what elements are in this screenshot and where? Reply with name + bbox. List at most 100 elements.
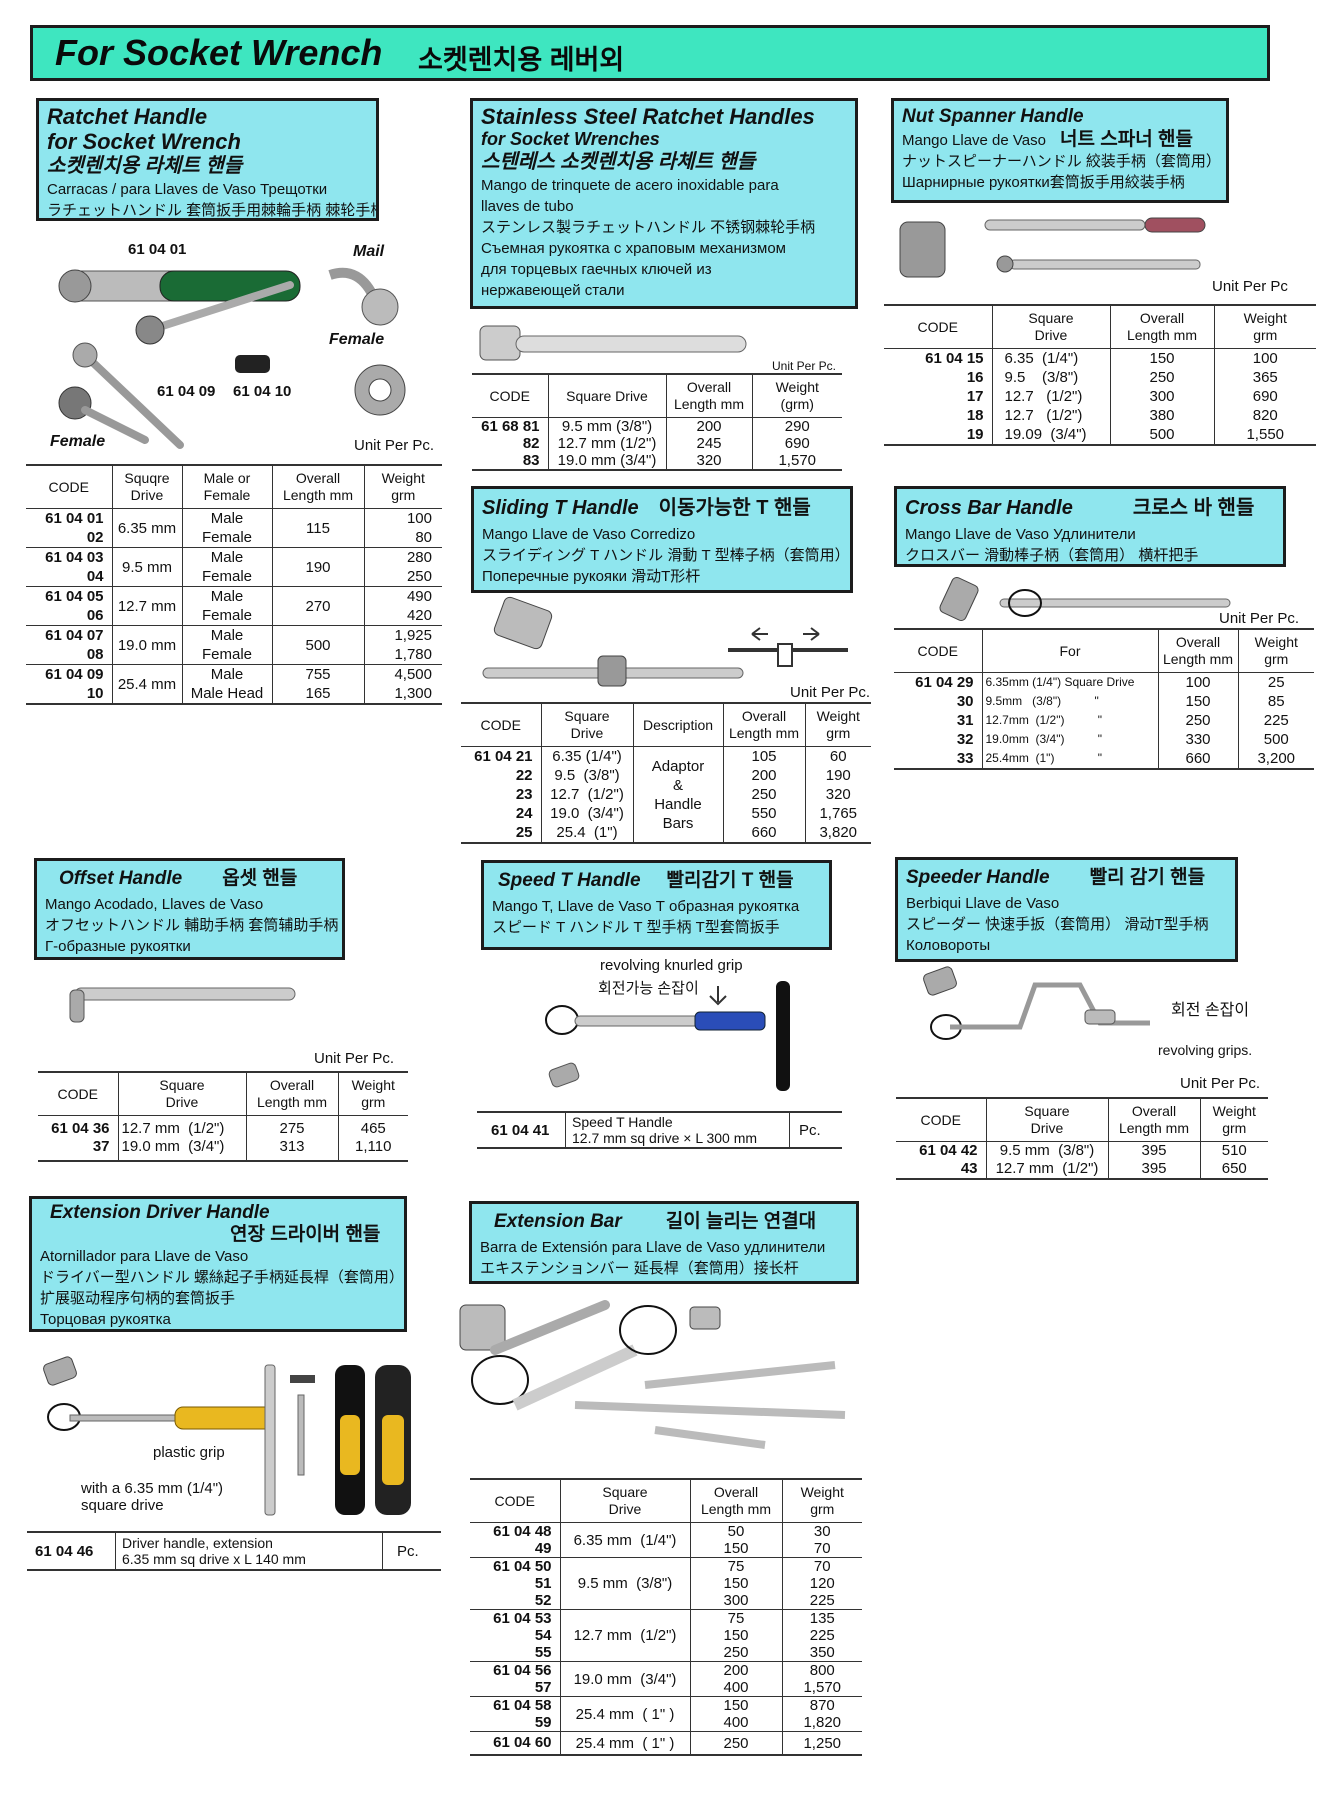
ratchet-line-1: Carracas / para Llaves de Vaso Трещотки bbox=[47, 181, 328, 198]
column-header: CODE bbox=[470, 1479, 560, 1523]
column-header: Weight grm bbox=[337, 1072, 408, 1116]
weight-cell: 225 bbox=[1237, 711, 1314, 730]
drive-cell: 9.5 mm (3/8") 12.7 mm (1/2") bbox=[985, 1141, 1108, 1179]
weight-cell: 60 bbox=[804, 746, 871, 766]
table-header-row: CODE Square Drive Overall Length mm Weig… bbox=[896, 1098, 1268, 1142]
speeder-line-2: スピーダー 快速手扳（套筒用） 滑动T型手柄 bbox=[906, 916, 1209, 933]
page-title: For Socket Wrench bbox=[55, 32, 383, 73]
ratchet-unit: Unit Per Pc. bbox=[354, 437, 435, 454]
extbar-spec-table: CODE Square Drive Overall Length mm Weig… bbox=[470, 1478, 862, 1756]
crossbar-line-2: クロスバー 滑動棒子柄（套筒用） 横杆把手 bbox=[905, 547, 1199, 564]
sliding-line-1: Mango Llave de Vaso Corredizo bbox=[482, 526, 696, 543]
ratchet-title: Ratchet Handle bbox=[47, 104, 208, 129]
code-cell: 33 bbox=[956, 750, 974, 767]
extdriver-line-3: 扩展驱动程序句柄的套筒扳手 bbox=[40, 1290, 236, 1307]
crossbar-line-1: Mango Llave de Vaso Удлинители bbox=[905, 526, 1136, 543]
weight-cell: 365 bbox=[1213, 368, 1316, 387]
weight-cell: 510 650 bbox=[1199, 1141, 1268, 1179]
column-header: Overall Length mm bbox=[689, 1479, 782, 1523]
speeder-unit: Unit Per Pc. bbox=[1180, 1075, 1261, 1092]
code-cell: 16 bbox=[966, 369, 984, 386]
male-female-cell: Male Female bbox=[181, 586, 272, 626]
code-cell: 61 04 56 57 bbox=[470, 1661, 560, 1697]
extdriver-line-2: ドライバー型ハンドル 螺絲起子手柄延長桿（套筒用） bbox=[40, 1269, 404, 1286]
offset-unit: Unit Per Pc. bbox=[314, 1050, 395, 1067]
drive-cell: 6.35 (1/4") bbox=[991, 348, 1110, 368]
column-header: CODE bbox=[461, 703, 541, 747]
ratchet-line-2: ラチェットハンドル 套筒扳手用棘輪手柄 棘轮手柄 bbox=[47, 202, 379, 219]
column-header: Square Drive bbox=[117, 1072, 246, 1116]
column-header: Overall Length mm bbox=[1109, 305, 1214, 349]
sliding-line-3: Поперечные рукояки 滑动T形杆 bbox=[482, 568, 701, 585]
weight-cell: 280 250 bbox=[363, 547, 442, 587]
length-cell: 200 bbox=[722, 766, 805, 785]
column-header: Weight grm bbox=[1237, 629, 1314, 673]
code-cell: 32 bbox=[956, 731, 974, 748]
extdriver-title: Extension Driver Handle bbox=[50, 1202, 270, 1223]
speeder-title: Speeder Handle bbox=[906, 867, 1050, 888]
stainless-line-4: Съемная рукоятка с храповым механизмом bbox=[481, 240, 786, 257]
code-cell: 31 bbox=[956, 712, 974, 729]
sliding-title-korean: 이동가능한 T 핸들 bbox=[658, 497, 811, 519]
extension-bar-image bbox=[459, 1300, 846, 1449]
ratchet-handle-header: Ratchet Handle for Socket Wrench 소켓렌치용 라… bbox=[36, 98, 379, 221]
weight-cell: 465 1,110 bbox=[337, 1115, 408, 1161]
extbar-title-korean: 길이 늘리는 연결대 bbox=[665, 1211, 817, 1232]
nut-line-2: ナットスピーナーハンドル 絞装手柄（套筒用） bbox=[902, 153, 1221, 170]
column-header: Squqre Drive bbox=[111, 465, 182, 509]
table-header-row: CODE Square Drive Overall Length mm Weig… bbox=[472, 374, 842, 418]
column-header: Weight grm bbox=[1199, 1098, 1268, 1142]
column-header: Weight grm bbox=[781, 1479, 862, 1523]
weight-cell: 1,550 bbox=[1213, 425, 1316, 445]
extbar-line-2: エキステンションバー 延長桿（套筒用）接长杆 bbox=[480, 1260, 799, 1277]
code-cell: 25 bbox=[515, 824, 533, 841]
offset-spec-table: CODE Square Drive Overall Length mm Weig… bbox=[38, 1071, 408, 1162]
length-cell: 75 150 250 bbox=[689, 1609, 782, 1662]
drive-cell: 9.5 mm (3/8") bbox=[559, 1557, 690, 1610]
drive-cell: 6.35 (1/4") bbox=[540, 746, 633, 766]
length-cell: 660 bbox=[722, 823, 805, 843]
sliding-spec-table: CODE Square Drive Description Overall Le… bbox=[461, 702, 871, 844]
speeder-caption-2: revolving grips. bbox=[1158, 1042, 1253, 1058]
column-header: CODE bbox=[472, 374, 548, 418]
column-header: Overall Length mm bbox=[245, 1072, 338, 1116]
stainless-line-6: нержавеющей стали bbox=[481, 282, 625, 299]
ratchet-image-male-label: Mail bbox=[353, 243, 385, 260]
code-cell: 61 04 21 bbox=[474, 748, 533, 765]
weight-cell: 100 bbox=[1213, 348, 1316, 368]
column-header: Square Drive bbox=[559, 1479, 690, 1523]
length-cell: 270 bbox=[271, 586, 364, 626]
drive-cell: 25.4 mm ( 1" ) bbox=[559, 1696, 690, 1732]
sliding-t-image bbox=[482, 596, 848, 687]
length-cell: 100 bbox=[1157, 672, 1238, 692]
column-header: Overall Length mm bbox=[1157, 629, 1238, 673]
weight-cell: 800 1,570 bbox=[781, 1661, 862, 1697]
offset-line-2: オフセットハンドル 輔助手柄 套筒辅助手柄 bbox=[45, 917, 339, 934]
male-female-cell: Male Female bbox=[181, 547, 272, 587]
unit-cell: Pc. bbox=[799, 1122, 821, 1139]
code-cell: 23 bbox=[515, 786, 533, 803]
column-header: Overall Length mm bbox=[665, 374, 752, 418]
code-cell: 61 04 42 43 bbox=[896, 1141, 986, 1179]
speeder-title-korean: 빨리 감기 핸들 bbox=[1089, 867, 1206, 888]
offset-line-3: Г-образные рукоятки bbox=[45, 938, 191, 955]
offset-title-korean: 옵셋 핸들 bbox=[222, 868, 298, 889]
extdriver-line-1: Atornillador para Llave de Vaso bbox=[40, 1248, 249, 1265]
code-cell: 24 bbox=[515, 805, 533, 822]
code-cell: 61 04 36 37 bbox=[38, 1115, 118, 1161]
code-cell: 61 68 81 82 83 bbox=[472, 417, 548, 470]
speedt-spec-row: 61 04 41 Speed T Handle 12.7 mm sq drive… bbox=[477, 1111, 842, 1149]
crossbar-unit: Unit Per Pc. bbox=[1219, 610, 1300, 627]
